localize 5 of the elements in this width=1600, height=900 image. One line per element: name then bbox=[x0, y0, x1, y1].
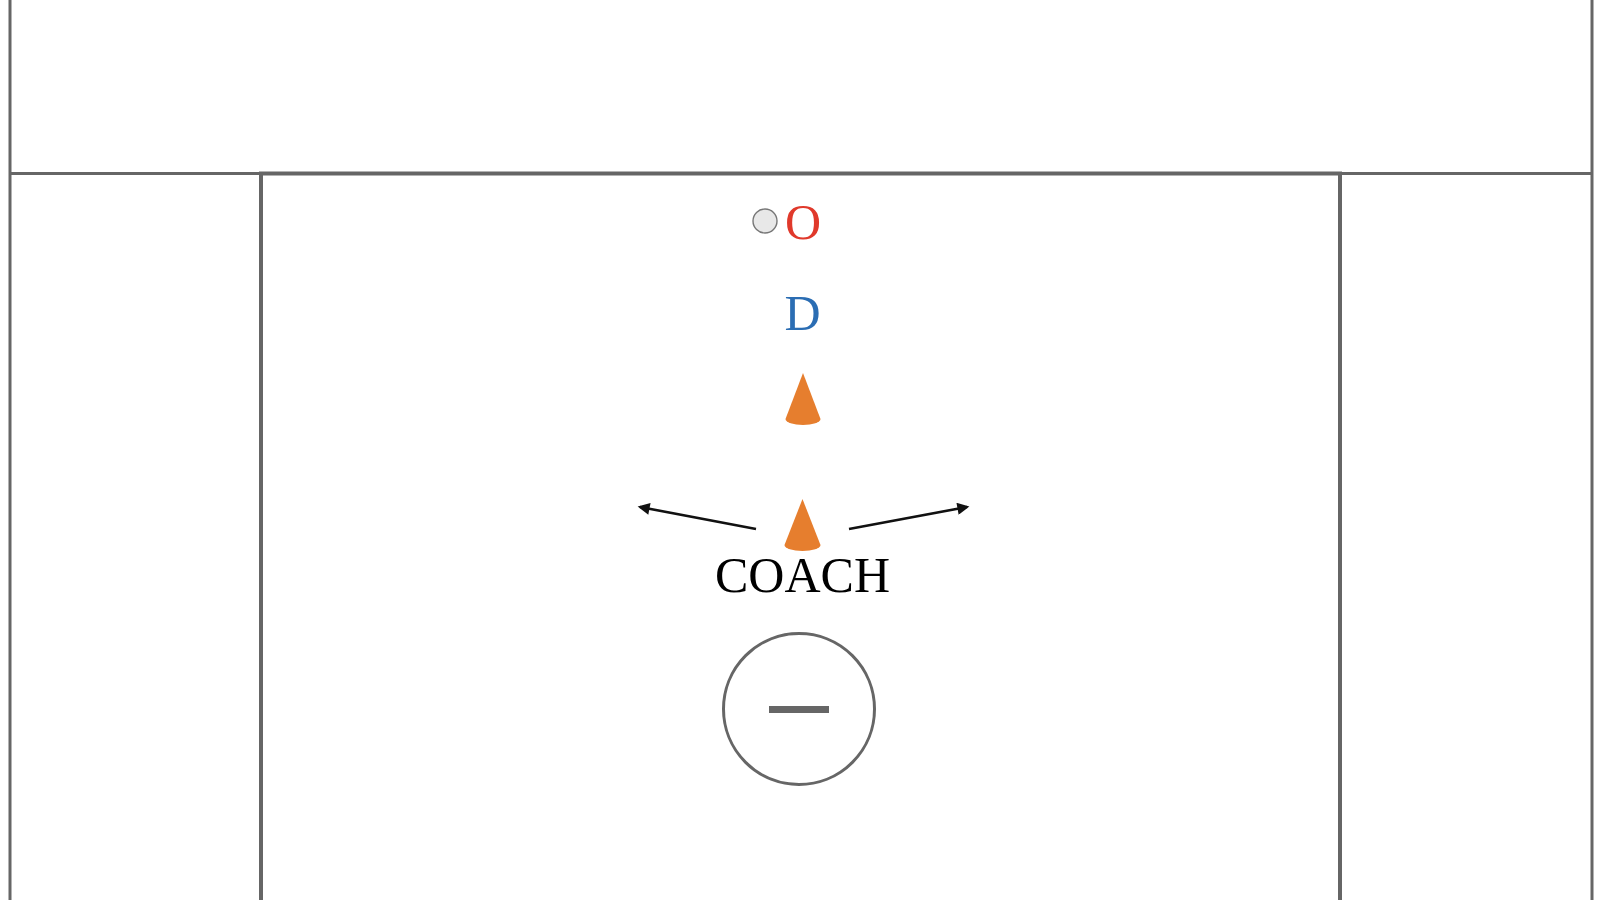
offense-player-label: O bbox=[784, 197, 822, 247]
defense-player-label: D bbox=[784, 288, 821, 338]
coach-label: COACH bbox=[715, 550, 890, 600]
arrow bbox=[637, 502, 757, 531]
arrow bbox=[848, 502, 970, 531]
